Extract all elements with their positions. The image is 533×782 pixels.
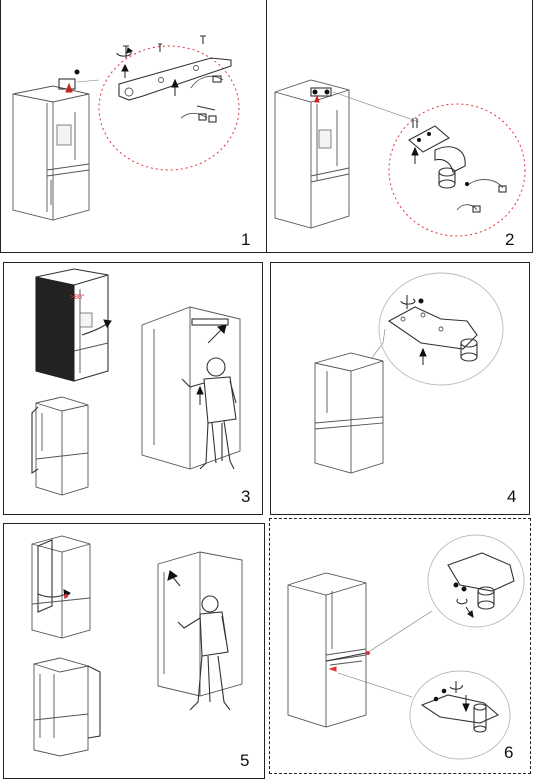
refrigerator-doors-open-drawing (33, 657, 101, 757)
step-2-number: 2 (505, 230, 515, 249)
detail-circle (388, 103, 526, 237)
screw-icon (400, 295, 424, 309)
step-6-number: 6 (504, 743, 514, 762)
step-2-panel: 2 (266, 0, 533, 253)
cable-connector-icon (180, 75, 224, 123)
step-5-illustration (31, 535, 243, 757)
refrigerator-small-drawing (31, 396, 89, 496)
step-2-illustration (274, 79, 526, 237)
up-arrow-icon (121, 63, 179, 96)
screw-icon (449, 681, 463, 693)
hinge-plate-drawing (387, 306, 478, 362)
hinge-bracket-drawing (118, 57, 232, 101)
technician-figure (177, 595, 231, 711)
hinge-plate-drawing (408, 125, 466, 189)
lower-hinge-drawing (420, 688, 500, 733)
technician-figure (181, 357, 237, 470)
step-1-number: 1 (241, 230, 251, 249)
rotate-arrow-icon (37, 589, 71, 600)
rotate-arrow-icon (456, 598, 474, 618)
upper-hinge-drawing (447, 552, 515, 610)
refrigerator-door-open-drawing (35, 268, 109, 382)
up-arrow-icon (411, 146, 419, 164)
down-arrow-icon (462, 695, 470, 713)
refrigerator-door-open-drawing (31, 535, 91, 639)
detail-circle (378, 272, 504, 386)
step-5-number: 5 (240, 751, 250, 770)
rotate-arrow-icon (81, 319, 112, 336)
step-3-panel: >80° (3, 262, 263, 515)
hinge-marker-icon (328, 651, 370, 672)
up-arrow-icon (419, 347, 427, 365)
angle-label: >80° (70, 293, 85, 301)
step-4-illustration (314, 272, 504, 474)
step-4-panel: 4 (270, 262, 530, 515)
step-6-panel: 6 (269, 518, 531, 774)
refrigerator-large-drawing (141, 306, 241, 470)
screw-icon (412, 118, 418, 128)
hinge-cover-icon (58, 69, 80, 93)
cable-connector-icon (456, 179, 507, 213)
step-4-number: 4 (507, 487, 517, 506)
step-3-number: 3 (241, 487, 251, 506)
detail-circle (98, 45, 240, 171)
refrigerator-drawing (287, 572, 367, 728)
up-arrow-icon (167, 570, 181, 587)
refrigerator-drawing (274, 79, 350, 229)
screw-icon (123, 35, 206, 58)
step-6-illustration (287, 534, 525, 760)
step-1-panel: 1 (0, 0, 266, 253)
rotate-arrow-icon (116, 47, 134, 57)
up-arrow-icon (196, 324, 227, 405)
step-5-panel: 5 (3, 523, 265, 779)
hinge-screw-icon (310, 87, 332, 103)
detail-circle-lower (409, 670, 511, 760)
detail-circle-upper (427, 534, 525, 628)
refrigerator-drawing (314, 352, 384, 474)
step-1-illustration (12, 35, 240, 221)
refrigerator-drawing (12, 85, 90, 221)
step-3-illustration: >80° (31, 268, 241, 496)
